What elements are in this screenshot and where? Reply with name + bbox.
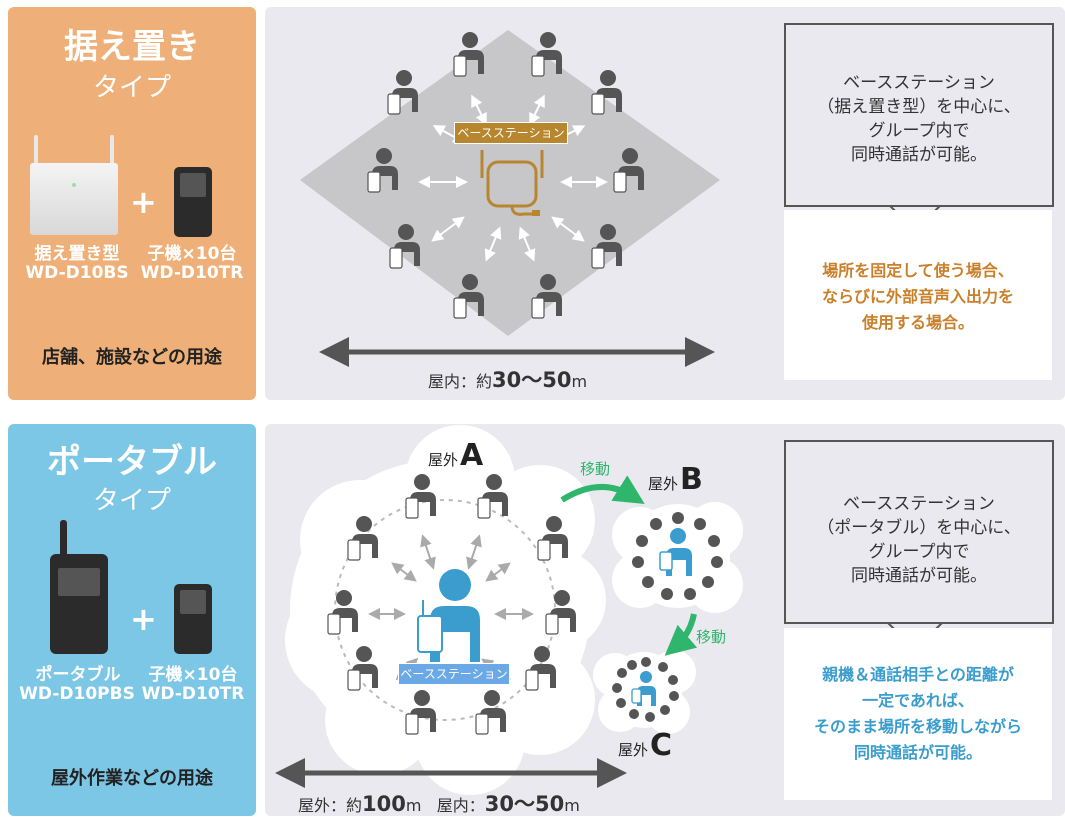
- portable-base-station-person-icon: [417, 569, 480, 662]
- portable-type-card: ポータブル タイプ + ポータブル WD-D10PBS 子機×10台 WD-D1…: [8, 424, 256, 816]
- site-c-prefix: 屋外: [618, 741, 649, 759]
- distance-value: 30～50: [492, 368, 572, 392]
- distance-prefix: 屋外：約: [298, 796, 363, 815]
- fixed-note-box: 場所を固定して使う場合、 ならびに外部音声入出力を 使用する場合。: [784, 210, 1052, 380]
- site-a-prefix: 屋外: [428, 451, 459, 469]
- note-line: 一定であれば、: [862, 691, 974, 710]
- move-label-2: 移動: [696, 628, 727, 646]
- distance-value-2: 30～50: [484, 792, 565, 816]
- move-label-1: 移動: [580, 460, 611, 478]
- distance-unit: m: [405, 796, 422, 815]
- desc-line: （据え置き型）を中心に、: [817, 97, 1021, 117]
- site-b-prefix: 屋外: [648, 475, 679, 493]
- device2-name: 子機×10台: [147, 244, 237, 264]
- note-line: そのまま場所を移動しながら: [813, 717, 1022, 736]
- note-line: 場所を固定して使う場合、: [822, 261, 1014, 280]
- device1-model: WD-D10PBS: [19, 684, 135, 704]
- move-arrow-1: [560, 475, 645, 504]
- note-line: 使用する場合。: [861, 313, 974, 332]
- desc-line: ベースステーション: [843, 494, 995, 514]
- fixed-usage: 店舗、施設などの用途: [42, 347, 222, 368]
- base-station-icon: [480, 150, 544, 216]
- fixed-type-card: 据え置き タイプ + 据え置き型 WD-D10BS 子機×10台 WD-D10T…: [8, 7, 256, 400]
- desc-line: 同時通話が可能。: [851, 145, 987, 165]
- blue-person-b: [659, 528, 692, 576]
- base-station-device-image: [30, 135, 118, 235]
- handset-dots-b: [632, 512, 723, 600]
- portable-description-box: ベースステーション （ポータブル）を中心に、 グループ内で 同時通話が可能。: [784, 440, 1054, 624]
- portable-base-device-image: [50, 520, 108, 654]
- site-b-label: 屋外B: [648, 462, 703, 497]
- blue-person-c: [631, 671, 656, 706]
- device1-name: ポータブル: [35, 665, 121, 685]
- portable-note-box: 親機＆通話相手との距離が 一定であれば、 そのまま場所を移動しながら 同時通話が…: [784, 628, 1052, 800]
- note-line: 親機＆通話相手との距離が: [822, 665, 1014, 684]
- coverage-area-diamond: [300, 30, 720, 336]
- desc-line: グループ内で: [868, 542, 970, 562]
- distance-value: 100: [362, 792, 406, 816]
- fixed-type-title: 据え置き: [64, 27, 200, 67]
- desc-line: （ポータブル）を中心に、: [817, 518, 1021, 538]
- handset-device-image: [174, 167, 212, 237]
- portable-type-title: ポータブル: [47, 442, 217, 482]
- site-c-letter: C: [650, 728, 673, 763]
- site-b-letter: B: [680, 462, 703, 497]
- desc-line: グループ内で: [868, 121, 970, 141]
- site-a-letter: A: [460, 438, 484, 473]
- portable-distance: 屋外：約100m 屋内：30～50m: [298, 788, 580, 818]
- fixed-distance: 屋内：約30～50m: [428, 364, 587, 394]
- device2-name: 子機×10台: [148, 665, 238, 685]
- device1-model: WD-D10BS: [25, 263, 129, 283]
- note-line: 同時通話が可能。: [853, 743, 982, 762]
- site-c-label: 屋外C: [618, 728, 672, 763]
- handset-dots-c: [612, 657, 679, 722]
- station-label: ベースステーション: [398, 663, 510, 685]
- distance-prefix-2: 屋内：: [436, 796, 485, 815]
- fixed-type-subtitle: タイプ: [92, 73, 171, 103]
- device1-name: 据え置き型: [34, 244, 120, 264]
- distance-prefix: 屋内：約: [428, 372, 493, 391]
- desc-line: ベースステーション: [843, 73, 995, 93]
- plus-sign: +: [130, 183, 157, 221]
- handset-device-image: [174, 584, 212, 654]
- portable-type-subtitle: タイプ: [92, 486, 171, 516]
- desc-line: 同時通話が可能。: [851, 566, 987, 586]
- portable-usage: 屋外作業などの用途: [51, 768, 213, 789]
- plus-sign: +: [130, 600, 157, 638]
- device2-model: WD-D10TR: [141, 684, 245, 704]
- fixed-description-box: ベースステーション （据え置き型）を中心に、 グループ内で 同時通話が可能。: [784, 23, 1054, 207]
- device2-model: WD-D10TR: [140, 263, 244, 283]
- distance-unit-2: m: [564, 796, 580, 815]
- move-arrow-2: [664, 613, 698, 656]
- site-a-label: 屋外A: [428, 438, 483, 473]
- note-line: ならびに外部音声入出力を: [821, 287, 1014, 306]
- distance-unit: m: [571, 372, 588, 391]
- station-label: ベースステーション: [454, 122, 568, 144]
